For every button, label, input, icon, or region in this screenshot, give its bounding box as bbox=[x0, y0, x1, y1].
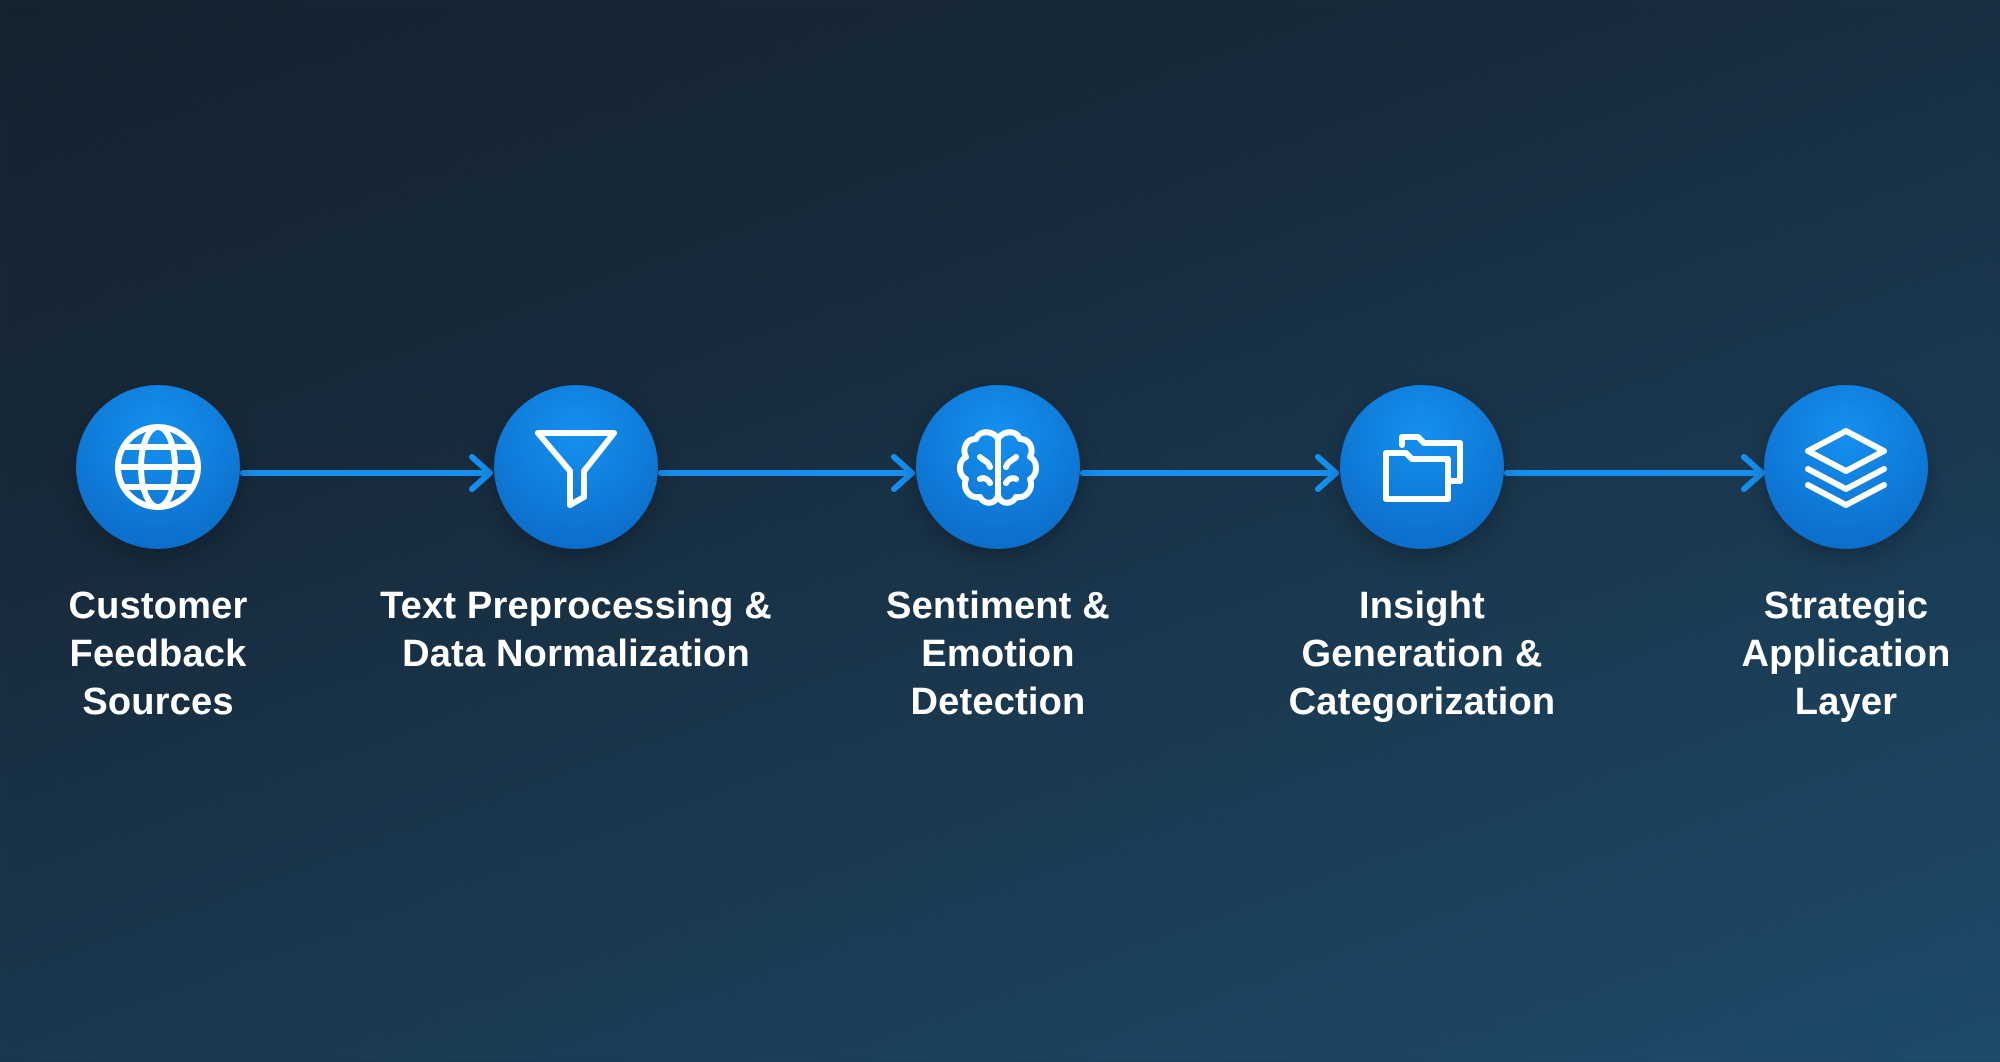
arrowhead-icon bbox=[1741, 454, 1765, 492]
step-label-line: Customer bbox=[68, 585, 248, 627]
layers-icon bbox=[1805, 428, 1887, 508]
connector-line bbox=[1504, 470, 1760, 476]
step-customer-feedback-sources: Customer Feedback Sources bbox=[0, 385, 378, 726]
folders-icon bbox=[1383, 434, 1463, 502]
step-strategic-application-layer: Strategic Application Layer bbox=[1626, 385, 2000, 726]
step-label-line: Text Preprocessing & bbox=[380, 585, 772, 627]
step-label-line: Categorization bbox=[1288, 681, 1556, 723]
step-label-line: Detection bbox=[910, 681, 1086, 723]
step-circle bbox=[1340, 385, 1504, 549]
step-label-line: Strategic bbox=[1763, 585, 1929, 627]
step-label: Text Preprocessing & Data Normalization bbox=[356, 582, 796, 678]
step-label: Customer Feedback Sources bbox=[0, 582, 378, 726]
step-circle bbox=[1764, 385, 1928, 549]
step-insight-generation: Insight Generation & Categorization bbox=[1202, 385, 1642, 726]
arrowhead-icon bbox=[469, 454, 493, 492]
globe-icon bbox=[115, 424, 201, 510]
arrowhead-icon bbox=[1315, 454, 1339, 492]
step-label-line: Sentiment & bbox=[886, 585, 1110, 627]
step-label-line: Sources bbox=[82, 681, 234, 723]
connector-arrow-2 bbox=[658, 454, 918, 492]
step-circle bbox=[916, 385, 1080, 549]
connector-arrow-1 bbox=[240, 454, 496, 492]
step-label-line: Generation & bbox=[1301, 633, 1543, 675]
step-label: Insight Generation & Categorization bbox=[1202, 582, 1642, 726]
step-circle bbox=[494, 385, 658, 549]
step-label-line: Insight bbox=[1359, 585, 1485, 627]
step-label-line: Application bbox=[1741, 633, 1951, 675]
funnel-icon bbox=[535, 430, 617, 508]
step-label-line: Feedback bbox=[69, 633, 247, 675]
step-text-preprocessing: Text Preprocessing & Data Normalization bbox=[356, 385, 796, 678]
connector-arrow-4 bbox=[1504, 454, 1768, 492]
arrowhead-icon bbox=[891, 454, 915, 492]
step-label-line: Emotion bbox=[921, 633, 1075, 675]
brain-icon bbox=[957, 429, 1039, 506]
connector-arrow-3 bbox=[1080, 454, 1342, 492]
step-label: Strategic Application Layer bbox=[1626, 582, 2000, 726]
connector-line bbox=[1080, 470, 1334, 476]
step-sentiment-emotion-detection: Sentiment & Emotion Detection bbox=[778, 385, 1218, 726]
connector-line bbox=[658, 470, 910, 476]
step-circle bbox=[76, 385, 240, 549]
step-label: Sentiment & Emotion Detection bbox=[778, 582, 1218, 726]
connector-line bbox=[240, 470, 488, 476]
step-label-line: Data Normalization bbox=[402, 633, 750, 675]
step-label-line: Layer bbox=[1794, 681, 1898, 723]
